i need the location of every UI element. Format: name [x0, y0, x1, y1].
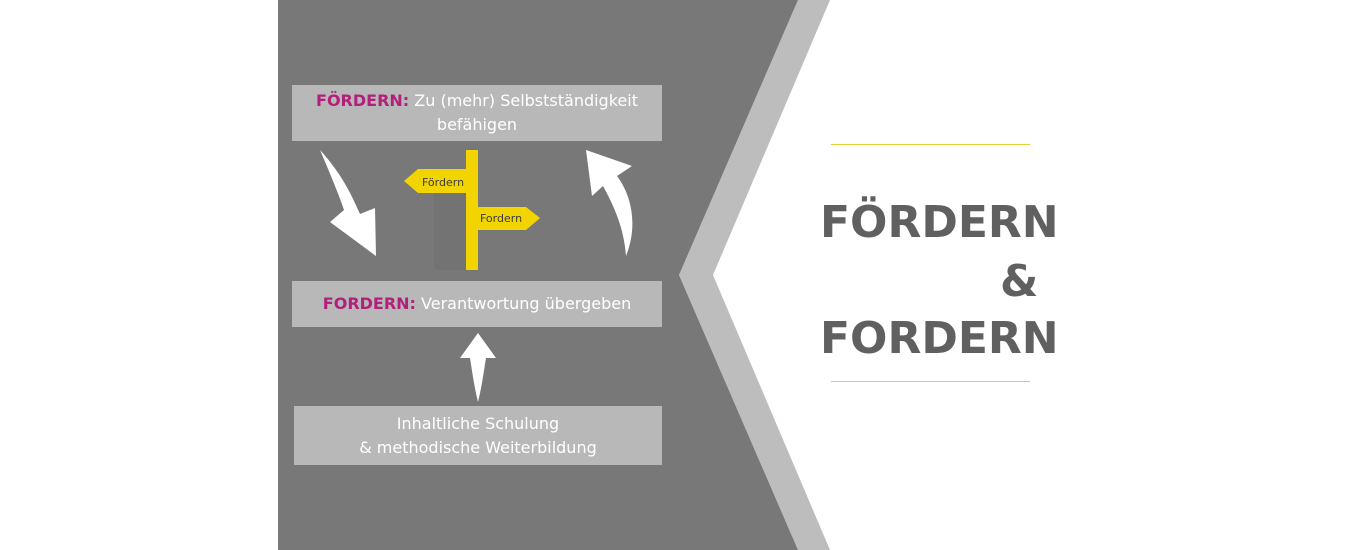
box-schulung-line2: & methodische Weiterbildung — [359, 437, 597, 457]
title-line-foerdern: FÖRDERN — [820, 197, 1059, 248]
box-foerdern-text-line1: Zu (mehr) Selbstständigkeit — [414, 91, 638, 110]
signpost-right-label: Fordern — [480, 212, 523, 225]
curved-arrow-down-right-icon — [320, 150, 376, 256]
curved-arrow-up-icon — [586, 150, 633, 256]
box-fordern-keyword: FORDERN: — [322, 294, 416, 313]
title-rule-top — [831, 144, 1030, 145]
box-schulung: Inhaltliche Schulung & methodische Weite… — [294, 406, 662, 465]
box-fordern-text: Verantwortung übergeben — [421, 294, 632, 313]
signpost-left-label: Fördern — [422, 176, 465, 189]
box-foerdern-keyword: FÖRDERN: — [316, 91, 410, 110]
signpost-icon — [404, 150, 540, 270]
chevron-light-band — [679, 0, 830, 550]
title-rule-bottom — [831, 381, 1030, 382]
arrow-up-icon — [460, 333, 496, 402]
box-foerdern: FÖRDERN: Zu (mehr) Selbstständigkeit bef… — [292, 85, 662, 141]
title-line-fordern: FORDERN — [820, 313, 1059, 364]
box-foerdern-text-line2: befähigen — [436, 115, 518, 134]
title-line-ampersand: & — [1000, 256, 1039, 307]
box-fordern: FORDERN: Verantwortung übergeben — [292, 281, 662, 327]
box-schulung-line1: Inhaltliche Schulung — [396, 413, 560, 433]
